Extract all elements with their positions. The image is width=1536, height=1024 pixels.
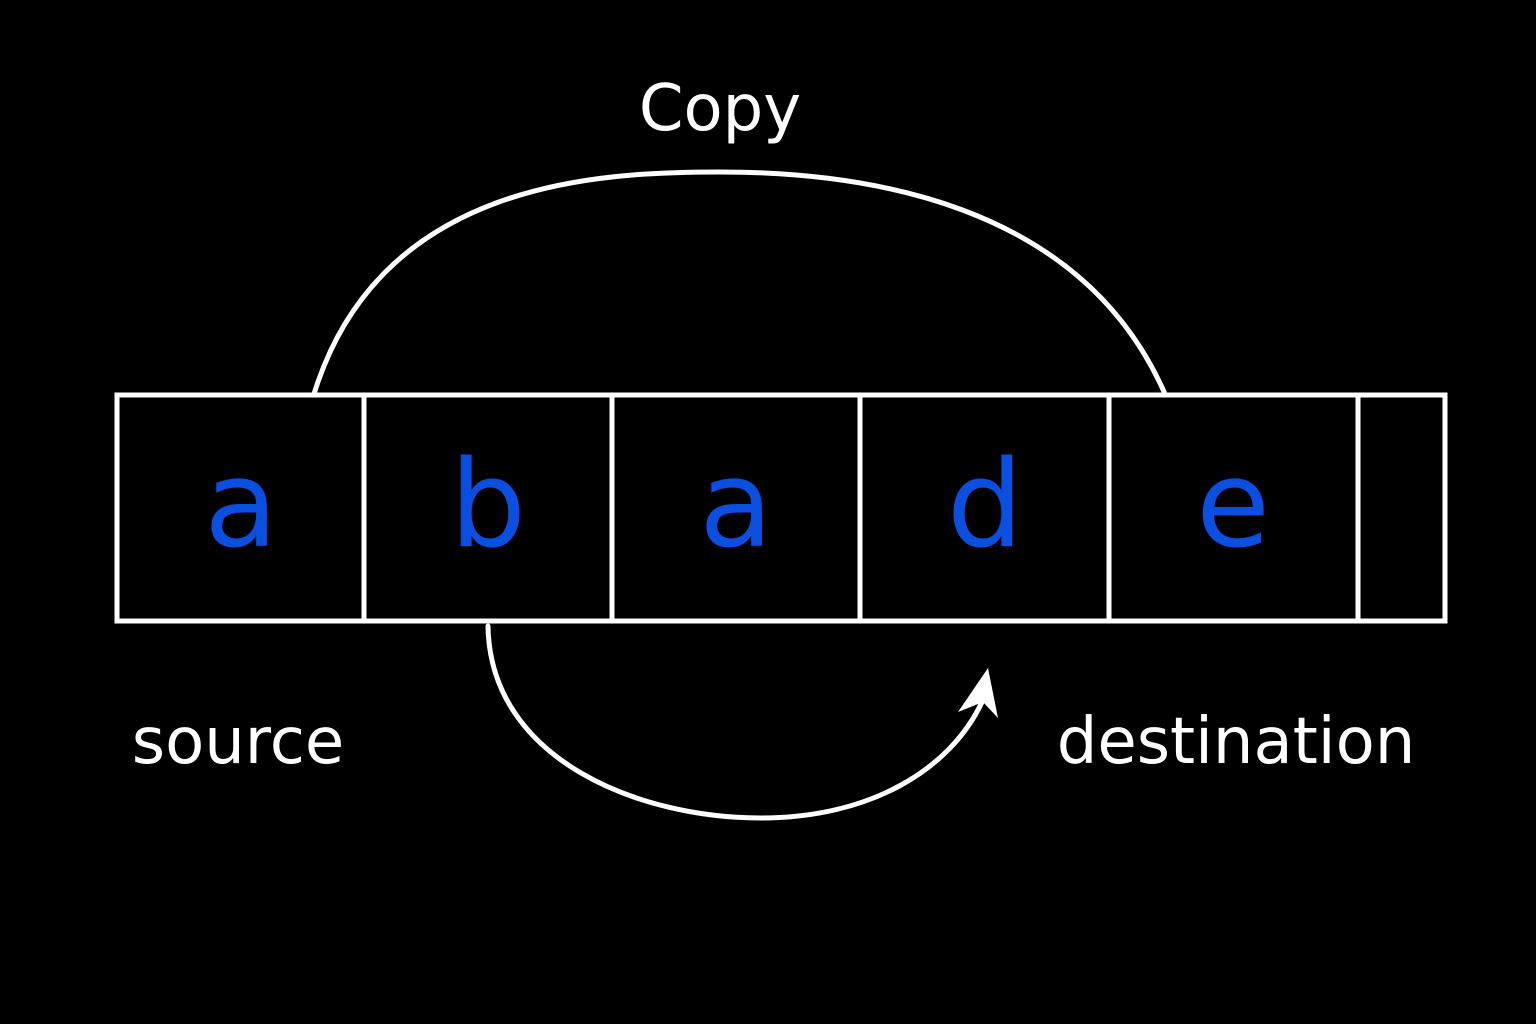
cell-box — [609, 392, 863, 624]
cell-box — [1106, 392, 1361, 624]
cell-2: a — [609, 392, 863, 624]
arrowhead-icon — [958, 668, 998, 718]
copy-title: Copy — [639, 72, 801, 146]
cell-letter: d — [947, 436, 1023, 575]
destination-label: destination — [1057, 705, 1416, 779]
cell-4: e — [1106, 392, 1361, 624]
cell-5 — [1355, 392, 1448, 624]
cell-1: b — [361, 392, 615, 624]
cell-letter: b — [450, 436, 526, 575]
cell-0: a — [114, 392, 367, 624]
cell-3: d — [857, 392, 1112, 624]
copy-arrow-arc — [485, 623, 985, 821]
copy-range-arc — [311, 169, 1168, 397]
cell-row: a b a d e — [114, 392, 1448, 624]
cell-box — [114, 392, 367, 624]
cell-box — [1355, 392, 1448, 624]
cell-box — [361, 392, 615, 624]
cell-letter: a — [204, 436, 278, 575]
cell-letter: e — [1196, 436, 1270, 575]
source-label: source — [132, 705, 345, 779]
cell-letter: a — [699, 436, 773, 575]
